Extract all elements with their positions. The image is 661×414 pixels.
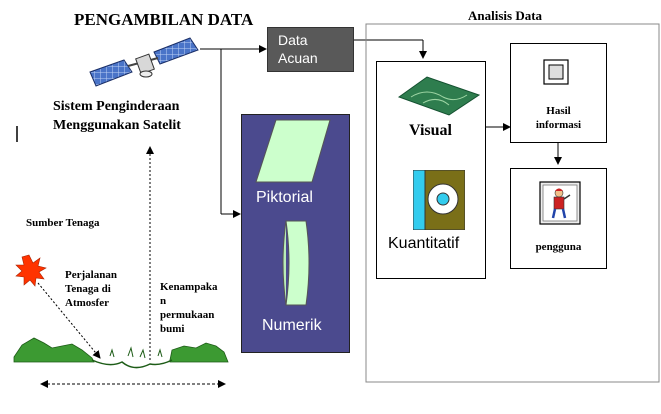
result-line2: informasi — [535, 119, 582, 131]
ground-span-left-head — [40, 380, 48, 388]
visual-map-icon — [397, 76, 481, 116]
satellite-icon — [89, 37, 199, 87]
terrain-valley — [91, 359, 173, 369]
visual-label: Visual — [409, 122, 452, 139]
numeric-label: Numerik — [262, 317, 322, 334]
analysis-frame — [365, 23, 660, 383]
dotted-arrow-energy — [37, 282, 101, 359]
feature-line1: Kenampaka — [160, 281, 218, 293]
analysis-title: Analisis Data — [468, 8, 543, 23]
journey-label: Perjalanan Tenaga di Atmosfer — [65, 268, 117, 310]
journey-line2: Tenaga di — [65, 283, 111, 295]
user-label: pengguna — [535, 241, 582, 253]
pictorial-parallelogram-icon — [255, 119, 331, 183]
journey-line1: Perjalanan — [65, 269, 117, 281]
satellite-label-line1: Sistem Penginderaan — [53, 99, 180, 114]
feature-line2: n — [160, 295, 167, 307]
reference-data-box: Data Acuan — [267, 27, 354, 72]
result-line1: Hasil — [546, 105, 571, 117]
quantitative-chart-icon — [413, 170, 465, 230]
reference-line2: Acuan — [278, 50, 318, 66]
feature-line3: permukaan — [160, 309, 215, 321]
numeric-cylinder-icon — [282, 220, 310, 306]
journey-line3: Atmosfer — [65, 297, 109, 309]
page-title: PENGAMBILAN DATA — [74, 10, 254, 29]
feature-line4: bumi — [160, 323, 185, 335]
result-window-icon — [543, 59, 569, 85]
terrain-left-hill — [13, 337, 95, 363]
sun-icon — [15, 254, 47, 287]
terrain-right-hill — [169, 342, 229, 363]
reference-line1: Data — [278, 32, 308, 48]
pictorial-label: Piktorial — [256, 189, 313, 206]
energy-source-label: Sumber Tenaga — [26, 217, 100, 229]
user-person-icon — [539, 181, 581, 225]
feature-label: Kenampaka n permukaan bumi — [160, 280, 217, 336]
result-label: Hasil informasi — [510, 104, 607, 132]
satellite-label-line2: Menggunakan Satelit — [53, 118, 181, 133]
ground-span-right-head — [218, 380, 226, 388]
terrain-grass — [109, 346, 163, 359]
quantitative-label: Kuantitatif — [388, 235, 460, 252]
